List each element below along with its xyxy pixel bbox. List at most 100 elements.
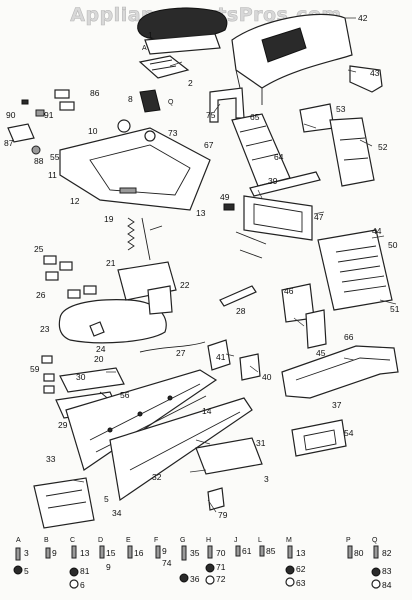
steering-spring [127, 217, 135, 251]
nut-88 [31, 145, 41, 155]
callout: 53 [336, 104, 346, 114]
callout: 54 [344, 428, 354, 438]
hw-letter: G [180, 537, 185, 544]
bolt-E [127, 545, 133, 559]
callout: 40 [262, 372, 272, 382]
hw-num: 3 [24, 548, 29, 558]
callout: 24 [96, 344, 106, 354]
hw-num: 80 [354, 548, 364, 558]
bolt-D [99, 545, 105, 559]
callout: 56 [120, 390, 130, 400]
bolt-M [287, 545, 293, 559]
pad-26b [83, 285, 97, 295]
callout: 30 [76, 372, 86, 382]
hw-num: 74 [162, 558, 172, 568]
frame-30 [59, 367, 125, 393]
hw-num: 83 [382, 566, 392, 576]
pad-86a [54, 89, 70, 99]
hose-28 [219, 285, 257, 307]
seat-base [144, 33, 221, 55]
callout: 67 [204, 140, 214, 150]
callout: 41 [216, 352, 226, 362]
callout: 34 [112, 508, 122, 518]
callout: 21 [106, 258, 116, 268]
nut-Q [371, 567, 381, 577]
hw-letter: H [206, 537, 211, 544]
bracket-47 [243, 195, 313, 241]
pad-25b [59, 261, 73, 271]
callout: 59 [30, 364, 40, 374]
bolt-90 [21, 99, 29, 105]
callout: 3 [264, 474, 269, 484]
hose-27 [139, 341, 206, 353]
callout: 20 [94, 354, 104, 364]
callout: 47 [314, 212, 324, 222]
callout: 33 [46, 454, 56, 464]
hw-num: 85 [266, 546, 276, 556]
skid-plate-34-holes [45, 489, 87, 509]
hw-num: 36 [190, 574, 200, 584]
callout: 55 [50, 152, 60, 162]
hw-num: 63 [296, 578, 306, 588]
part-59b [43, 385, 55, 394]
pad-26a [67, 289, 81, 299]
dash-panel-inner [89, 144, 191, 196]
bracket-22 [147, 285, 173, 315]
nut-C [69, 567, 79, 577]
pad-25a [43, 255, 57, 265]
bracket-40 [239, 353, 261, 381]
knob-73a [117, 119, 131, 133]
callout: 75 [206, 110, 216, 120]
grille-65-slats [239, 125, 279, 161]
pad-86b [59, 101, 75, 111]
bolt-A [15, 547, 21, 561]
callout: 32 [152, 472, 162, 482]
bar-39 [249, 171, 321, 197]
hw-num: 13 [296, 548, 306, 558]
callout: 64 [274, 152, 284, 162]
callout: 14 [202, 406, 212, 416]
nut-H [205, 563, 215, 573]
fuel-cap [89, 321, 105, 337]
callout: 43 [370, 68, 380, 78]
seat [137, 7, 228, 41]
hole-a [107, 427, 113, 433]
hw-letter: E [126, 537, 131, 544]
callout: 25 [34, 244, 44, 254]
callout: 50 [388, 240, 398, 250]
callout: 87 [4, 138, 14, 148]
hood-side [235, 69, 263, 105]
hw-num: 72 [216, 574, 226, 584]
callout: 37 [332, 400, 342, 410]
washer-Q [371, 579, 381, 589]
nut-M [285, 565, 295, 575]
bolt-H [207, 545, 213, 559]
callout: 66 [344, 332, 354, 342]
callout: 5 [104, 494, 109, 504]
callout: 90 [6, 110, 16, 120]
bracket-45 [305, 309, 327, 349]
callout: 27 [176, 348, 186, 358]
callout: 1 [148, 30, 153, 40]
washer-M [285, 577, 295, 587]
hw-num: 81 [80, 566, 90, 576]
callout: 10 [88, 126, 98, 136]
hw-letter: M [286, 537, 292, 544]
bracket-47-inner [253, 203, 303, 233]
axle-37 [235, 231, 267, 259]
hw-letter: A [16, 537, 21, 544]
callout: 23 [40, 324, 50, 334]
bumper-37-line [295, 357, 391, 381]
bolt-L [259, 545, 265, 557]
hw-num: 9 [52, 548, 57, 558]
callout: 86 [90, 88, 100, 98]
bolt-C [71, 545, 77, 559]
frame-52-detail [339, 137, 369, 161]
hw-letter: B [44, 537, 49, 544]
hw-letter: L [258, 537, 262, 544]
callout: 31 [256, 438, 266, 448]
callout: 65 [250, 112, 260, 122]
chassis-32-line [129, 411, 241, 471]
